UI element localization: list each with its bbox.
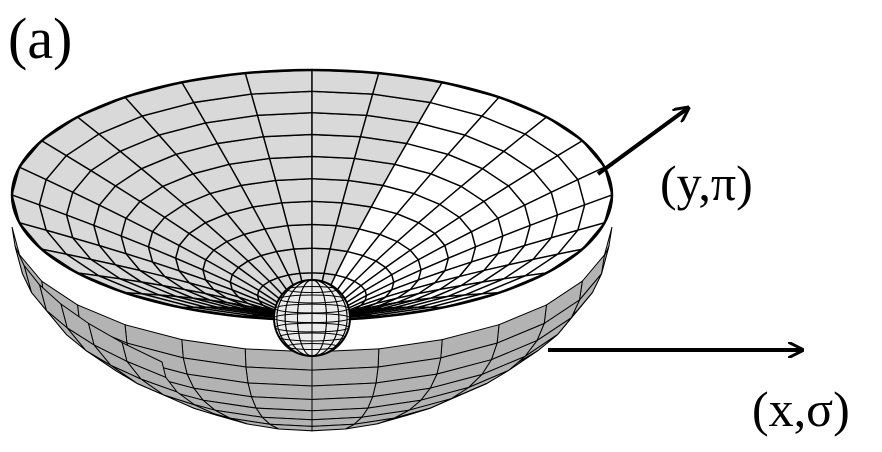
inner-surface-cell bbox=[312, 156, 355, 180]
inner-surface-cell bbox=[312, 135, 361, 159]
inner-surface-cell bbox=[312, 113, 367, 137]
x-sigma-axis-label: (x,σ) bbox=[752, 384, 850, 434]
inner-surface-cell bbox=[257, 113, 312, 137]
inner-surface-cell bbox=[312, 70, 379, 94]
inner-surface-cell bbox=[312, 91, 373, 115]
y-pi-axis-label: (y,π) bbox=[660, 158, 753, 208]
inner-surface-cell bbox=[245, 70, 312, 94]
inner-surface-cell bbox=[270, 156, 313, 180]
ball-sphere bbox=[274, 280, 350, 356]
inner-surface-cell bbox=[251, 91, 312, 115]
panel-label: (a) bbox=[8, 10, 72, 68]
inner-surface-cell bbox=[263, 135, 312, 159]
